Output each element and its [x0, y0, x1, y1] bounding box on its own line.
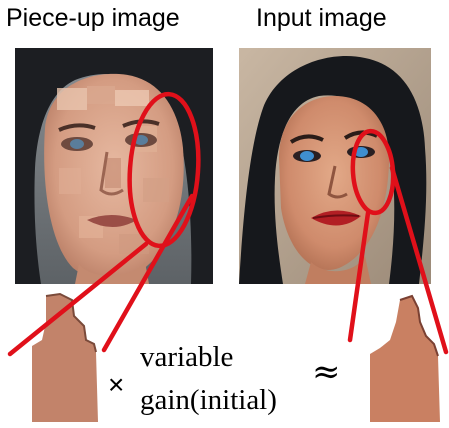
piece-up-highlight-ellipse — [125, 92, 203, 248]
approx-symbol: ≈ — [312, 355, 341, 389]
variable-label: variable — [140, 343, 233, 372]
input-leader-line-right — [392, 168, 446, 352]
gain-initial-label: gain(initial) — [140, 386, 277, 415]
input-highlight-ellipse — [350, 130, 396, 215]
input-leader-line-left — [350, 213, 368, 340]
piece-up-leader-line-left — [10, 244, 146, 354]
multiply-symbol: × — [108, 369, 124, 401]
annotation-strokes — [10, 92, 446, 354]
piece-up-leader-line-right — [104, 196, 192, 350]
